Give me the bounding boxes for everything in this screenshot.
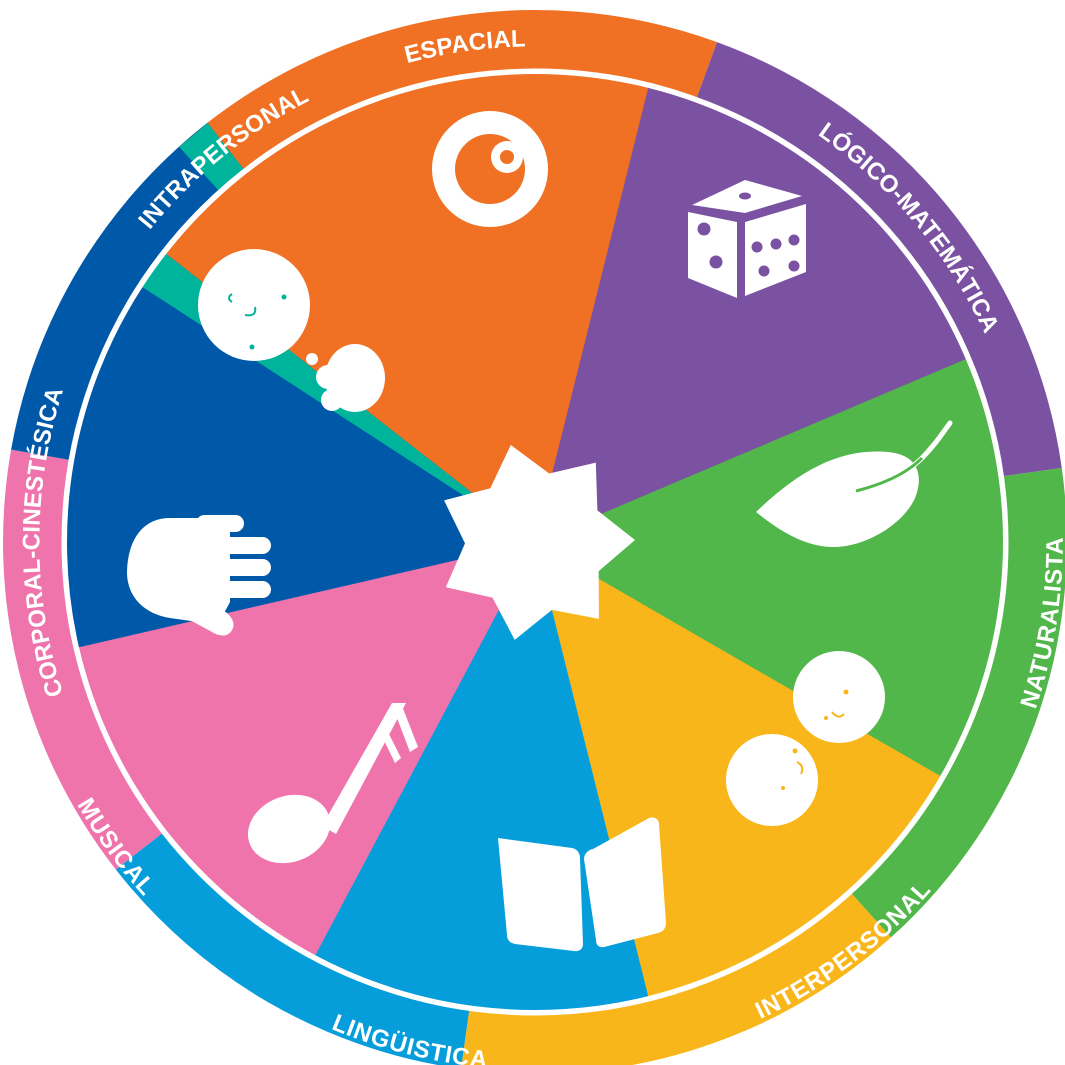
center-star <box>444 445 635 640</box>
dice-icon <box>688 180 806 298</box>
ring-separator <box>61 68 1009 1016</box>
hand-icon <box>127 515 271 636</box>
two-faces-icon <box>726 651 885 826</box>
eye-icon <box>432 111 548 227</box>
music-note-icon <box>247 703 418 864</box>
thinking-face-icon <box>198 249 385 412</box>
book-icon <box>498 817 666 952</box>
segment-musical <box>79 542 535 956</box>
segment-logico-matematica <box>535 87 966 543</box>
leaf-icon <box>756 420 953 547</box>
segment-icons <box>127 111 953 952</box>
